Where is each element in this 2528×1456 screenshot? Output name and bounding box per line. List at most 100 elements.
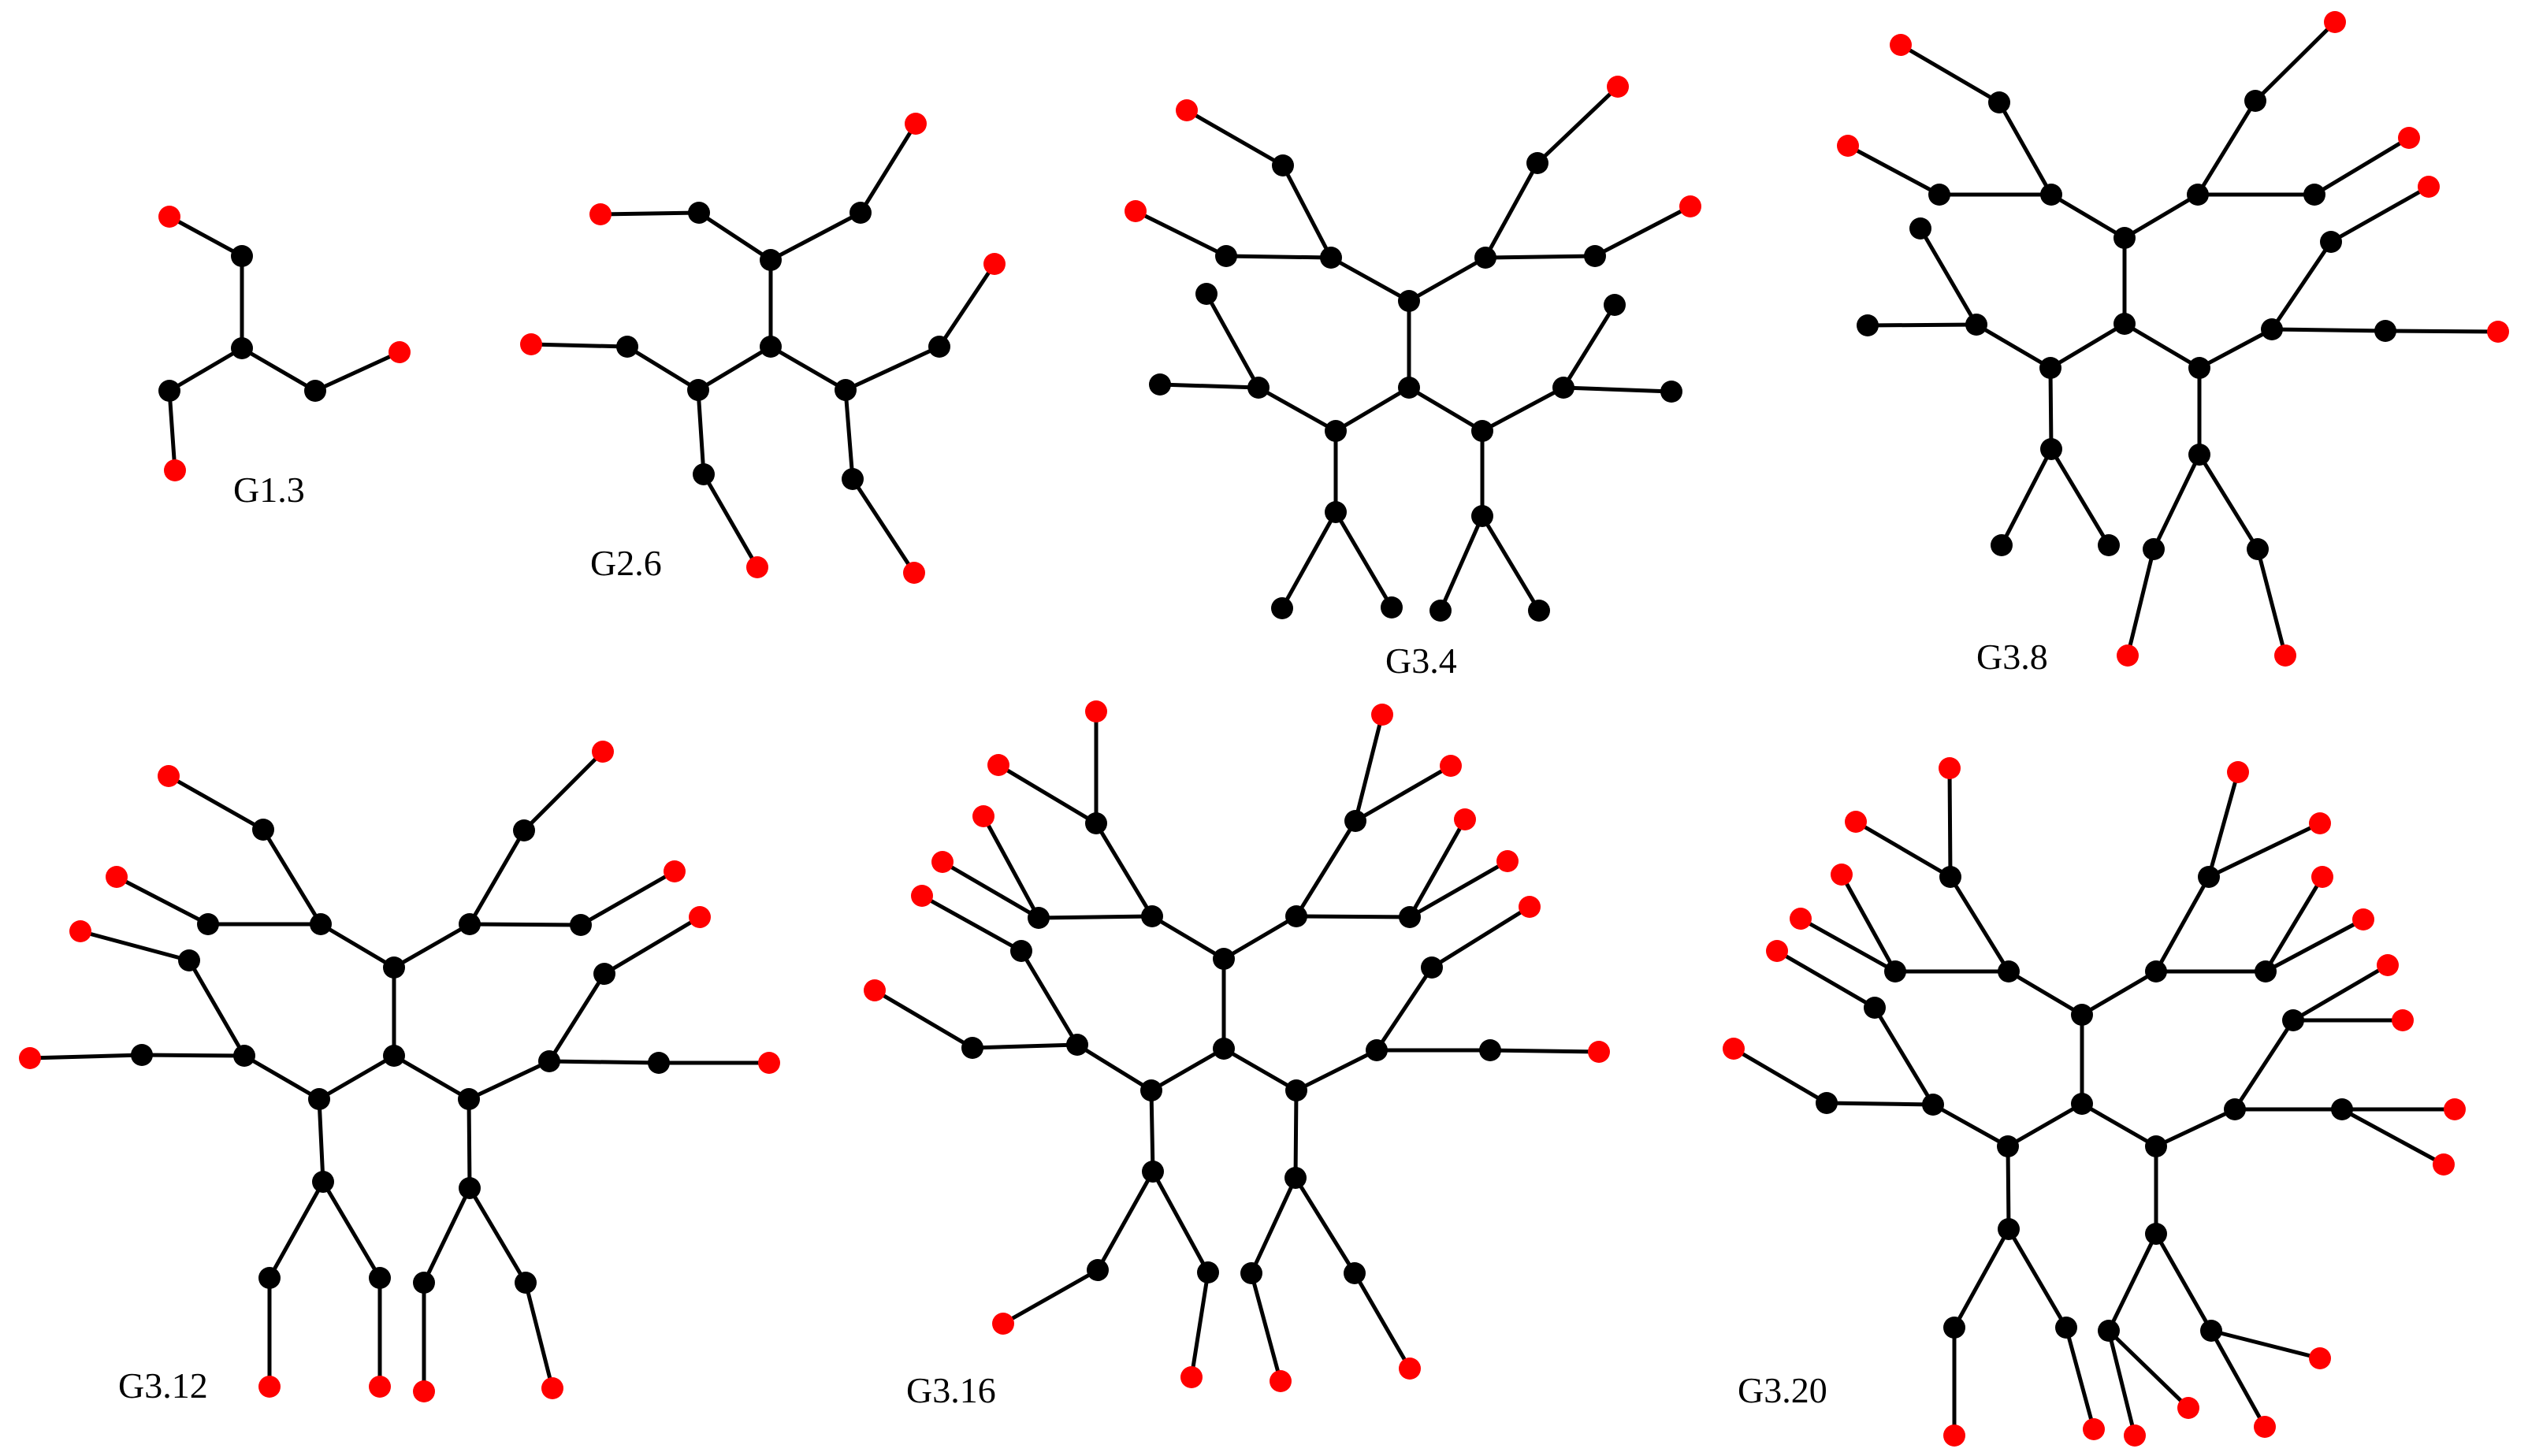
edge xyxy=(1974,322,2053,370)
edge xyxy=(1294,914,1412,919)
internal-vertex xyxy=(2282,1009,2304,1031)
internal-vertex xyxy=(1998,1218,2020,1240)
edge xyxy=(1429,904,1532,970)
leaf-vertex xyxy=(164,459,186,481)
leaf-vertex xyxy=(1399,1358,1421,1380)
internal-vertex xyxy=(1857,314,1879,336)
internal-vertex xyxy=(1965,314,1987,336)
internal-vertex xyxy=(231,337,253,359)
internal-vertex xyxy=(1552,377,1574,399)
leaf-vertex xyxy=(1890,34,1912,56)
graph-g3-16 xyxy=(864,700,1610,1392)
internal-vertex xyxy=(2055,1317,2077,1339)
leaf-vertex xyxy=(541,1377,563,1399)
internal-vertex xyxy=(1479,1039,1501,1061)
edge xyxy=(2197,452,2260,552)
edge xyxy=(422,1186,472,1285)
edge xyxy=(547,1059,661,1065)
edge xyxy=(240,346,318,393)
edge xyxy=(2195,98,2258,197)
edge xyxy=(602,915,702,976)
leaf-vertex xyxy=(106,866,128,888)
leaf-vertex xyxy=(1270,1370,1292,1392)
leaf-vertex xyxy=(931,851,954,873)
internal-vertex xyxy=(1471,420,1493,442)
internal-vertex xyxy=(1215,245,1237,267)
internal-vertex xyxy=(760,249,782,271)
edge xyxy=(2106,1328,2191,1410)
internal-vertex xyxy=(1195,283,1218,305)
edge xyxy=(696,388,706,477)
edge xyxy=(1329,255,1411,303)
graph-g3-20 xyxy=(1723,757,2466,1447)
leaf-vertex xyxy=(983,253,1006,275)
edge xyxy=(139,1053,247,1058)
leaf-vertex xyxy=(158,206,180,228)
leaf-vertex xyxy=(903,562,925,584)
internal-vertex xyxy=(1398,290,1420,312)
edge xyxy=(1293,1176,1357,1276)
internal-vertex xyxy=(2255,960,2277,982)
leaf-vertex xyxy=(1176,99,1198,121)
edge xyxy=(1133,209,1229,258)
internal-vertex xyxy=(2303,184,2325,206)
internal-vertex xyxy=(1884,960,1906,982)
edge xyxy=(981,814,1041,920)
edge xyxy=(1872,1005,1935,1107)
internal-vertex xyxy=(197,913,219,935)
edge xyxy=(578,869,677,927)
leaf-vertex xyxy=(158,765,180,787)
edge xyxy=(114,875,210,927)
edge xyxy=(2209,1328,2322,1361)
edge xyxy=(2080,1101,2158,1149)
edge xyxy=(1158,382,1261,390)
internal-vertex xyxy=(849,202,872,224)
graph-label-g3-12: G3.12 xyxy=(118,1365,208,1406)
edge xyxy=(872,988,975,1050)
edge xyxy=(2206,821,2322,879)
leaf-vertex xyxy=(2352,908,2374,930)
internal-vertex xyxy=(1240,1262,1262,1284)
leaf-vertex xyxy=(987,754,1009,776)
internal-vertex xyxy=(1421,956,1443,979)
leaf-vertex xyxy=(1790,908,1812,930)
leaf-vertex xyxy=(2324,11,2346,33)
edge xyxy=(2006,1101,2084,1149)
edge xyxy=(1999,447,2054,548)
leaf-vertex xyxy=(2392,1009,2414,1031)
edge xyxy=(843,344,942,392)
internal-vertex xyxy=(304,380,326,402)
internal-vertex xyxy=(1928,184,1950,206)
leaf-vertex xyxy=(2444,1098,2466,1120)
internal-vertex xyxy=(1247,377,1270,399)
leaf-vertex xyxy=(1496,850,1519,872)
internal-vertex xyxy=(2188,444,2210,466)
edge xyxy=(2006,969,2084,1017)
internal-vertex xyxy=(2143,538,2165,560)
edge xyxy=(2154,875,2211,974)
internal-vertex xyxy=(2113,227,2136,249)
edge xyxy=(2049,192,2127,240)
edge xyxy=(467,1059,552,1101)
internal-vertex xyxy=(1584,245,1606,267)
edge xyxy=(1593,204,1693,258)
edge xyxy=(2006,1144,2011,1231)
internal-vertex xyxy=(2145,960,2167,982)
graph-g1-3 xyxy=(158,206,411,481)
edge xyxy=(1256,385,1338,433)
edge xyxy=(1407,817,1467,919)
internal-vertex xyxy=(687,379,709,401)
edge xyxy=(1001,1268,1100,1326)
edge xyxy=(392,922,472,970)
internal-vertex xyxy=(1474,247,1496,269)
internal-vertex xyxy=(538,1050,560,1072)
edge xyxy=(1952,1227,2011,1330)
internal-vertex xyxy=(842,468,864,490)
edge xyxy=(768,210,863,262)
internal-vertex xyxy=(1991,534,2013,556)
internal-vertex xyxy=(1066,1034,1088,1056)
internal-vertex xyxy=(1997,1135,2019,1157)
edge xyxy=(1294,819,1358,919)
edge xyxy=(1480,514,1541,613)
internal-vertex xyxy=(1988,91,2010,113)
